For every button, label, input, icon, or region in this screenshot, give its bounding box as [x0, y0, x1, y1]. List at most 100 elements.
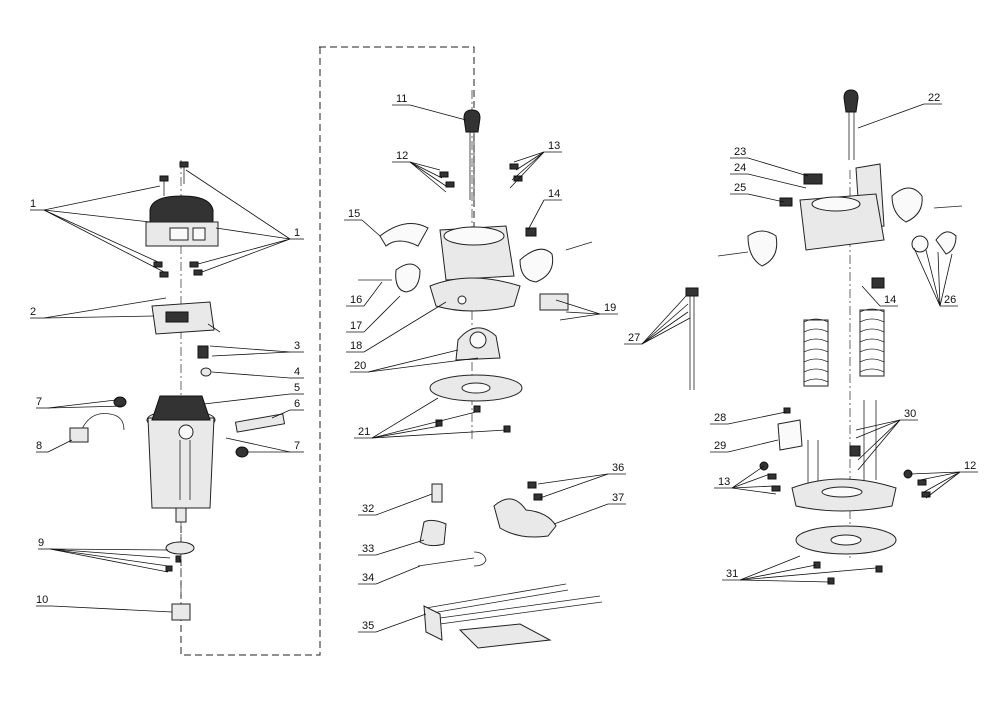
callout-13a: 13 [548, 140, 560, 152]
leader-lines [43, 103, 961, 633]
callout-30-leader-1 [855, 419, 901, 431]
brush-holders [197, 345, 212, 377]
callout-3-leader-1 [209, 345, 291, 353]
motor-armature [146, 395, 216, 523]
callout-34: 34 [362, 572, 374, 584]
screws-top [153, 161, 203, 278]
base-housing [429, 225, 521, 312]
callout-8-leader-1 [47, 439, 73, 453]
callout-2-leader-2 [43, 315, 155, 319]
callout-13a-leader-1 [513, 151, 545, 163]
callout-36-leader-2 [539, 473, 609, 499]
callout-26-leader-1 [913, 247, 941, 307]
callout-2-leader-1 [43, 297, 167, 319]
callout-28: 28 [714, 412, 726, 424]
small-parts-center [439, 163, 569, 311]
callout-9-leader-2 [49, 548, 171, 559]
callout-7a-leader-1 [47, 399, 117, 409]
callout-1b-leader-2 [215, 227, 291, 240]
callout-1a-leader-2 [43, 209, 151, 223]
callout-21-leader-2 [371, 411, 477, 439]
callout-15: 15 [348, 208, 360, 220]
carbon-brush [113, 396, 286, 458]
callout-6: 6 [294, 398, 300, 410]
callout-21: 21 [358, 426, 370, 438]
callout-13b-leader-2 [731, 473, 771, 489]
callout-20-leader-1 [367, 349, 459, 373]
callout-1a: 1 [30, 198, 36, 210]
callout-31: 31 [726, 568, 738, 580]
callout-3: 3 [294, 340, 300, 352]
callout-36-leader-1 [537, 473, 609, 485]
callout-6-leader-1 [271, 409, 291, 419]
scale-plate [777, 407, 803, 451]
sub-base-plate [429, 374, 523, 433]
callout-35: 35 [362, 620, 374, 632]
callout-12a-leader-2 [409, 161, 443, 179]
callout-23-leader-1 [747, 157, 809, 177]
callout-7b-leader-1 [225, 437, 291, 453]
edge-guide [423, 583, 603, 649]
callout-30-leader-3 [857, 419, 901, 461]
callout-12b-leader-2 [919, 471, 961, 481]
callout-13b-leader-1 [731, 465, 765, 489]
callout-21-leader-1 [371, 397, 439, 439]
callout-34-leader-1 [375, 565, 421, 585]
callout-29-leader-1 [727, 439, 779, 453]
callout-1a-leader-3 [43, 209, 159, 263]
callout-26-leader-3 [937, 251, 941, 307]
callout-31-leader-2 [739, 564, 817, 581]
callout-14a-leader-1 [527, 199, 545, 231]
callout-labels: 1123456778910111213141516171819202122232… [30, 92, 978, 633]
callout-19: 19 [604, 302, 616, 314]
callout-24: 24 [734, 162, 746, 174]
callout-37: 37 [612, 492, 624, 504]
callout-13a-leader-2 [515, 151, 545, 171]
callout-22: 22 [928, 92, 940, 104]
callout-7a: 7 [36, 396, 42, 408]
callout-23: 23 [734, 146, 746, 158]
callout-37-leader-1 [553, 503, 609, 525]
group-frame [180, 46, 475, 656]
callout-35-leader-1 [375, 613, 427, 633]
callout-16-leader-1 [363, 281, 383, 307]
callout-19-leader-3 [559, 313, 601, 321]
callout-30-leader-2 [855, 419, 901, 439]
springs [803, 308, 885, 387]
callout-25-leader-1 [747, 193, 785, 203]
cable-assembly [69, 413, 125, 443]
depth-rod [463, 109, 481, 200]
callout-18: 18 [350, 340, 362, 352]
callout-16: 16 [350, 294, 362, 306]
callout-27-leader-4 [641, 317, 691, 345]
callout-27-leader-1 [641, 295, 687, 345]
callout-17: 17 [350, 320, 362, 332]
accessories-center [417, 481, 557, 567]
plunge-housing [717, 163, 963, 267]
guide-columns [685, 287, 877, 490]
locking-parts-right [779, 173, 957, 289]
fan-and-collet [165, 541, 195, 621]
callout-12a-leader-1 [409, 161, 441, 171]
handles [358, 223, 593, 293]
callout-1a-leader-1 [43, 185, 161, 211]
callout-9-leader-4 [49, 548, 169, 573]
callout-1b-leader-3 [197, 238, 291, 265]
callout-4: 4 [294, 366, 300, 378]
callout-22-leader-1 [857, 103, 925, 129]
callout-18-leader-1 [363, 301, 447, 353]
callout-27-leader-3 [641, 311, 689, 345]
callout-5: 5 [294, 382, 300, 394]
callout-13b: 13 [718, 476, 730, 488]
callout-30-leader-4 [857, 419, 901, 471]
callout-7b: 7 [294, 440, 300, 452]
callout-25: 25 [734, 182, 746, 194]
switch-plate [151, 301, 221, 335]
callout-21-leader-4 [371, 429, 507, 439]
callout-12b-leader-1 [909, 471, 961, 475]
callout-26: 26 [944, 294, 956, 306]
callout-2: 2 [30, 306, 36, 318]
callout-9-leader-1 [49, 548, 169, 551]
callout-5-leader-1 [203, 393, 291, 405]
callout-12a-leader-4 [409, 161, 447, 193]
